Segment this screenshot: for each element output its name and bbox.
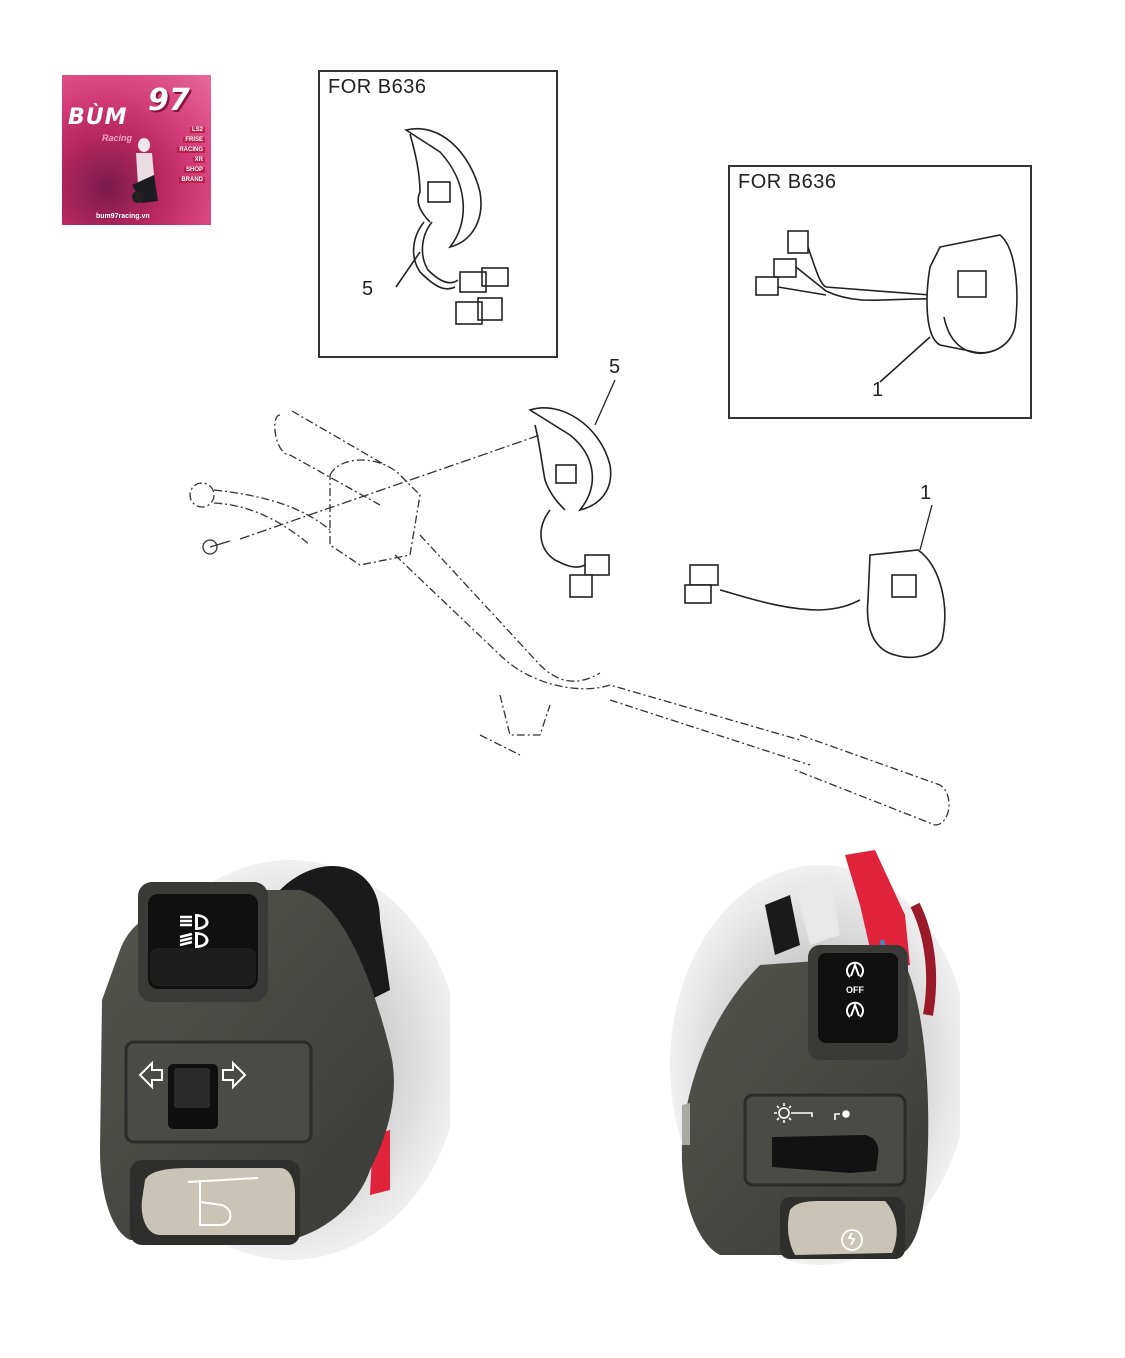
inset-title: FOR B636	[738, 171, 837, 193]
handlebar-exploded-diagram	[189, 379, 950, 826]
auto-stop-on-icon	[846, 1001, 864, 1018]
starter-icon	[841, 1229, 863, 1251]
sponsor: SHOP	[183, 167, 205, 173]
high-beam-icon	[180, 914, 209, 930]
sponsor-list: LS2 FRISE RACING XR SHOP BRAND	[171, 127, 205, 183]
starter-button[interactable]	[787, 1201, 897, 1255]
arrow-right-icon	[222, 1060, 247, 1090]
callout-1-main: 1	[920, 482, 932, 504]
red-connector	[845, 850, 910, 970]
right-switch-photo: OFF	[670, 850, 960, 1265]
left-switch-photo	[100, 860, 450, 1260]
sponsor: LS2	[189, 127, 205, 133]
callout-5-main: 5	[609, 356, 621, 378]
switch-housing-1-drawing	[755, 230, 1018, 383]
brand-name: BÙM	[68, 105, 128, 130]
callout-1: 1	[872, 379, 884, 401]
horn-button[interactable]	[141, 1168, 295, 1235]
sponsor: XR	[192, 157, 205, 163]
rider-silhouette	[132, 138, 158, 203]
brand-logo: 97 BÙM Racing LS2 FRISE RACING XR SHOP B…	[62, 75, 211, 225]
position-icon	[834, 1110, 850, 1120]
inset-title: FOR B636	[328, 76, 427, 98]
sun-light-icon	[774, 1103, 813, 1123]
website-link[interactable]: bum97racing.vn	[96, 213, 150, 220]
auto-stop-switch[interactable]	[818, 953, 898, 1043]
low-beam-icon	[179, 932, 209, 948]
brand-sub: Racing	[102, 133, 133, 143]
horn-icon	[187, 1177, 259, 1226]
inset-diagram-right: FOR B636 1	[728, 165, 1032, 419]
brand-number: 97	[148, 83, 190, 118]
sponsor: BRAND	[179, 177, 205, 183]
switch-housing-5-drawing	[395, 127, 509, 325]
callout-5: 5	[362, 278, 374, 300]
off-label: OFF	[846, 985, 864, 995]
inset-diagram-left: FOR B636 5	[318, 70, 558, 358]
white-connector	[795, 875, 840, 945]
light-switch[interactable]	[772, 1135, 879, 1173]
arrow-left-icon	[138, 1060, 163, 1090]
auto-stop-off-icon	[846, 961, 864, 978]
sponsor: FRISE	[183, 137, 205, 143]
sponsor: RACING	[177, 147, 205, 153]
